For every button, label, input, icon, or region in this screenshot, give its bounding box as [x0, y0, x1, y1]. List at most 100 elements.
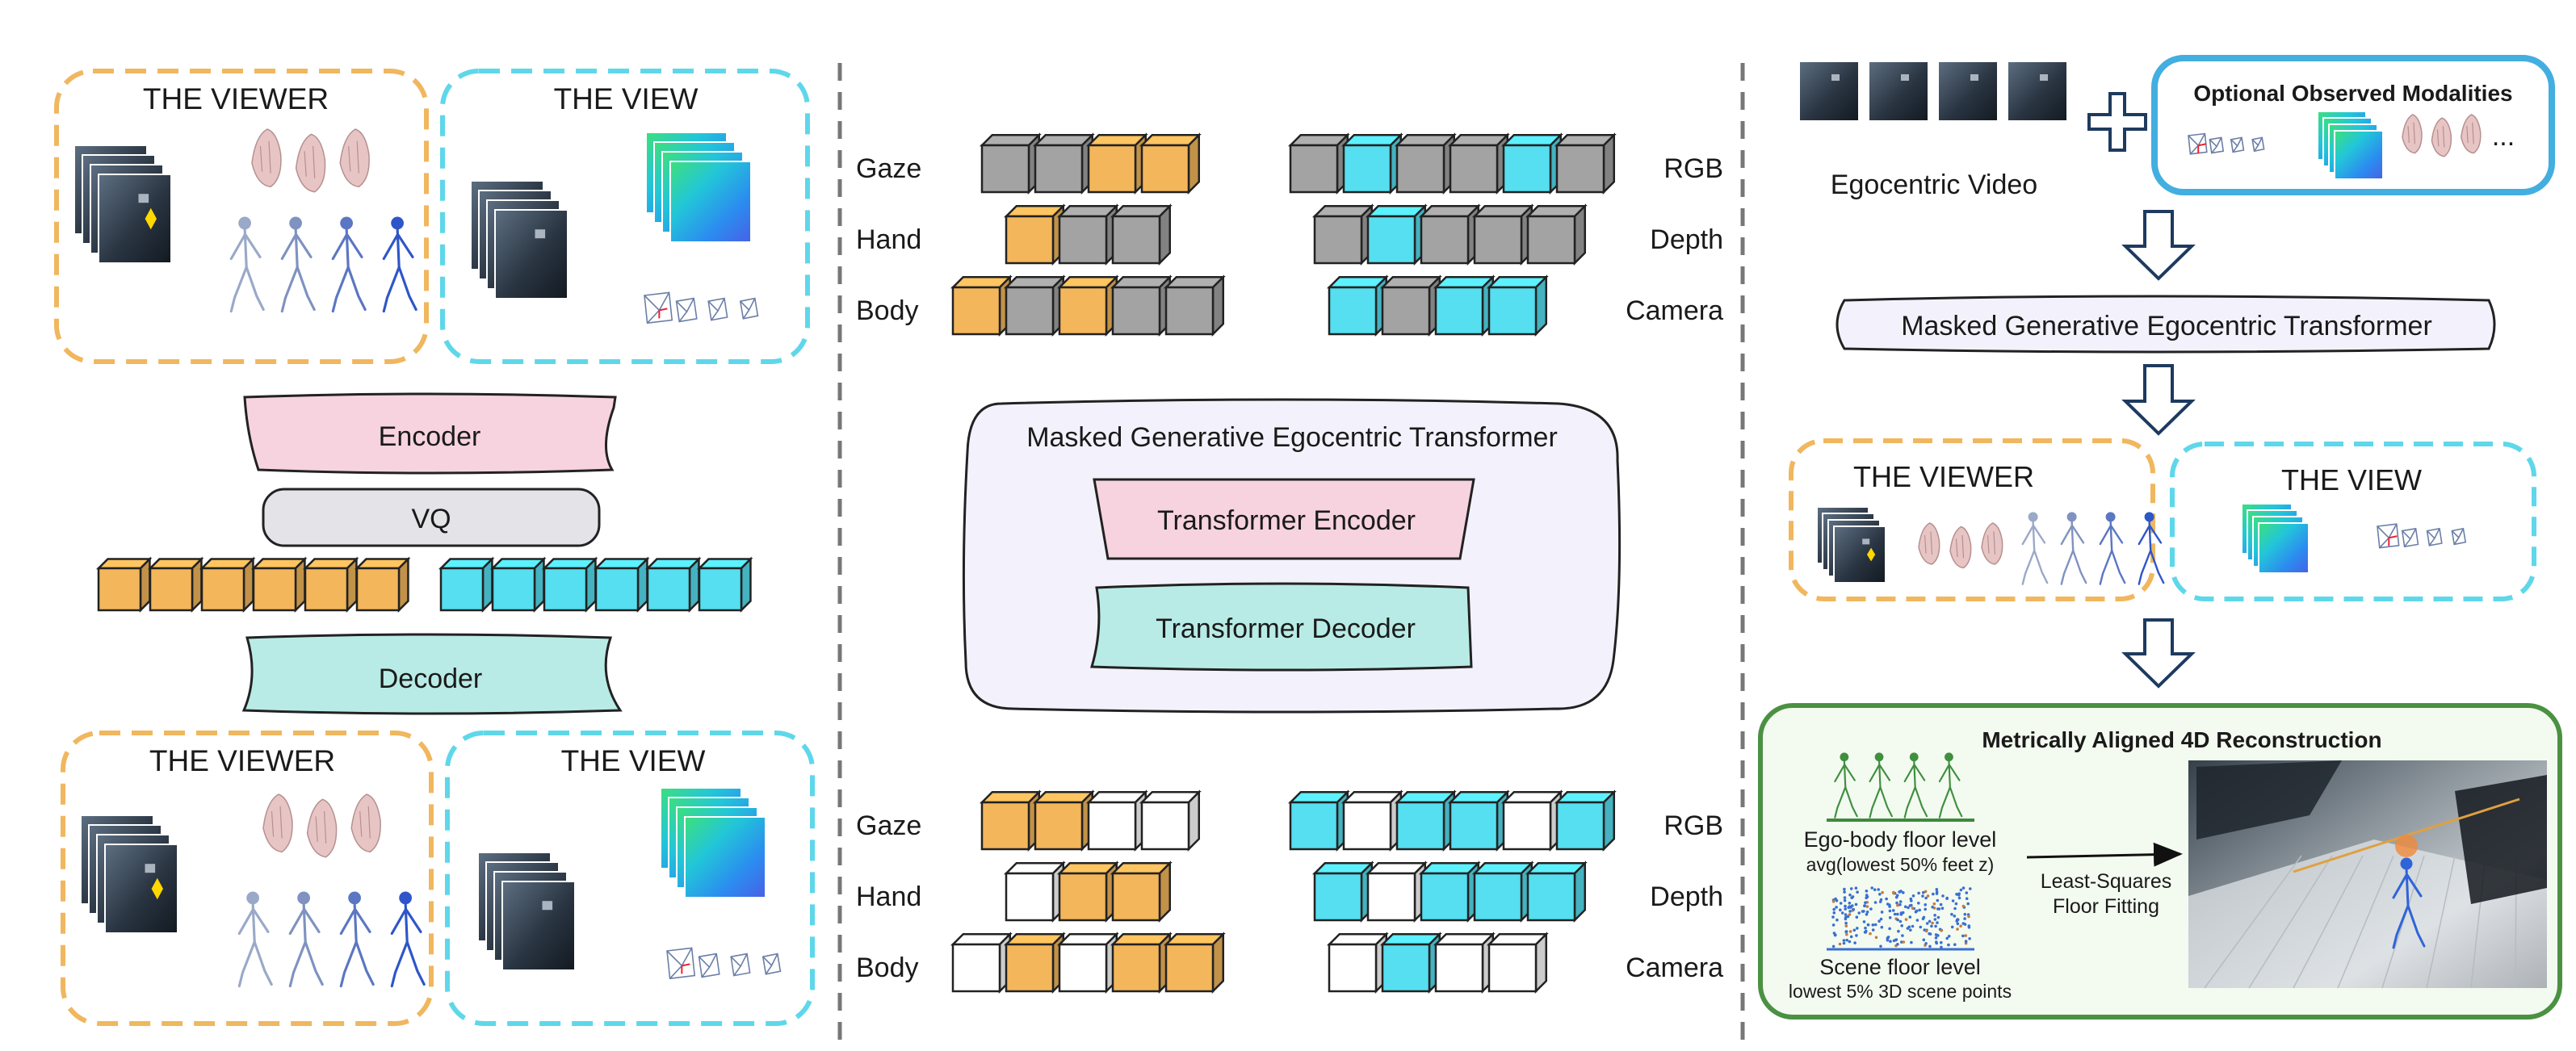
scene-point — [1956, 922, 1960, 926]
right-panel: Egocentric Video Optional Observed Modal… — [1758, 55, 2562, 1020]
scene-point — [1839, 902, 1843, 905]
scene-point — [1848, 910, 1852, 913]
scene-point — [1911, 907, 1915, 910]
token-cube — [1471, 860, 1534, 923]
scene-point — [1852, 907, 1856, 911]
scene-point — [1862, 910, 1865, 913]
scene-point — [1959, 888, 1963, 892]
gaze-point-icon — [145, 207, 157, 230]
token-cube — [1032, 789, 1095, 852]
depth-map — [2258, 522, 2310, 574]
scene-point — [1909, 928, 1912, 932]
scene-point — [1851, 904, 1854, 907]
token-cube — [1326, 932, 1389, 994]
scene-point — [1832, 907, 1836, 911]
scene-point — [1933, 918, 1937, 921]
camera-frustums — [2377, 523, 2467, 549]
video-frame — [98, 174, 172, 264]
scene-point — [1869, 907, 1873, 911]
scene-point — [1968, 937, 1971, 940]
token-cube — [1433, 932, 1496, 994]
down-arrow-icon — [2121, 364, 2196, 436]
scene-point — [1926, 894, 1930, 898]
token-cube — [1486, 932, 1549, 994]
scene-point — [1896, 943, 1899, 946]
head-marker — [2395, 835, 2418, 857]
modality-label: Hand — [856, 224, 921, 255]
scene-point — [1869, 932, 1872, 936]
token-cube — [95, 556, 153, 613]
transformer-decoder-label: Transformer Decoder — [1156, 613, 1416, 644]
scene-point — [1917, 891, 1920, 895]
skeleton-icon — [229, 216, 265, 313]
scene-point — [1924, 890, 1928, 894]
scene-point — [1897, 929, 1900, 933]
reconstruction-render — [2188, 760, 2547, 989]
skeleton-icon — [288, 891, 324, 988]
token-cube — [1163, 274, 1226, 337]
modality-label: Hand — [856, 881, 921, 912]
scene-point — [1835, 906, 1838, 909]
frame-light — [1831, 74, 1840, 81]
scene-point — [1851, 895, 1855, 898]
egocentric-frames — [1816, 506, 1886, 584]
frame-light — [145, 864, 156, 873]
scene-point — [1936, 907, 1940, 911]
token-cube — [1110, 203, 1173, 266]
scene-point — [1956, 927, 1959, 931]
scene-point — [1924, 907, 1927, 911]
token-cube — [1379, 274, 1442, 337]
scene-point — [1896, 903, 1899, 907]
scene-point — [1846, 915, 1850, 919]
scene-point — [1910, 940, 1913, 944]
scene-point — [1839, 908, 1842, 912]
vq-block — [262, 488, 601, 547]
scene-point — [1906, 927, 1910, 930]
scene-point — [1903, 905, 1907, 909]
token-cube — [1554, 789, 1617, 852]
scene-point — [1870, 886, 1873, 890]
scene-point — [1831, 923, 1836, 927]
token-cube — [302, 556, 359, 613]
fitting-label-line2: Floor Fitting — [2053, 895, 2159, 918]
token-cube — [250, 556, 308, 613]
scene-point — [1898, 919, 1903, 923]
transformer-decoder-block — [1090, 582, 1473, 672]
skeleton-icon — [2392, 857, 2426, 949]
skeleton-icon — [1869, 752, 1893, 819]
scene-floor-formula: lowest 5% 3D scene points — [1789, 981, 2012, 1002]
scene-point — [1900, 924, 1903, 927]
encoder-block — [243, 392, 617, 475]
scene-point — [1936, 934, 1940, 937]
scene-point — [1950, 925, 1954, 929]
viewer-box-bottom — [61, 731, 434, 1026]
scene-point — [1894, 895, 1898, 899]
scene-point — [1963, 917, 1966, 920]
scene-point — [1873, 923, 1877, 927]
scene-point — [1919, 925, 1923, 929]
token-cube — [1340, 789, 1403, 852]
token-cube — [1418, 203, 1481, 266]
hand-meshes — [1918, 522, 2003, 569]
hand-mesh-icon — [262, 793, 293, 853]
token-cube — [979, 789, 1042, 852]
scene-point — [1893, 912, 1897, 916]
token-cube — [1554, 132, 1617, 195]
token-cube — [1500, 789, 1563, 852]
transformer-encoder-block — [1093, 478, 1475, 560]
token-cube — [1394, 789, 1457, 852]
scene-point — [1964, 940, 1968, 943]
scene-point — [1886, 938, 1890, 942]
ellipsis: ... — [2492, 121, 2515, 152]
video-frame — [494, 209, 568, 299]
depth-maps — [645, 132, 752, 243]
scene-point — [1910, 903, 1913, 907]
modality-label: Camera — [1626, 295, 1723, 326]
camera-frustum-icon — [2377, 523, 2400, 549]
scene-point — [1967, 926, 1971, 929]
viewer-title-right: THE VIEWER — [1853, 460, 2034, 493]
token-cube — [1486, 274, 1549, 337]
scene-point — [1852, 928, 1856, 932]
